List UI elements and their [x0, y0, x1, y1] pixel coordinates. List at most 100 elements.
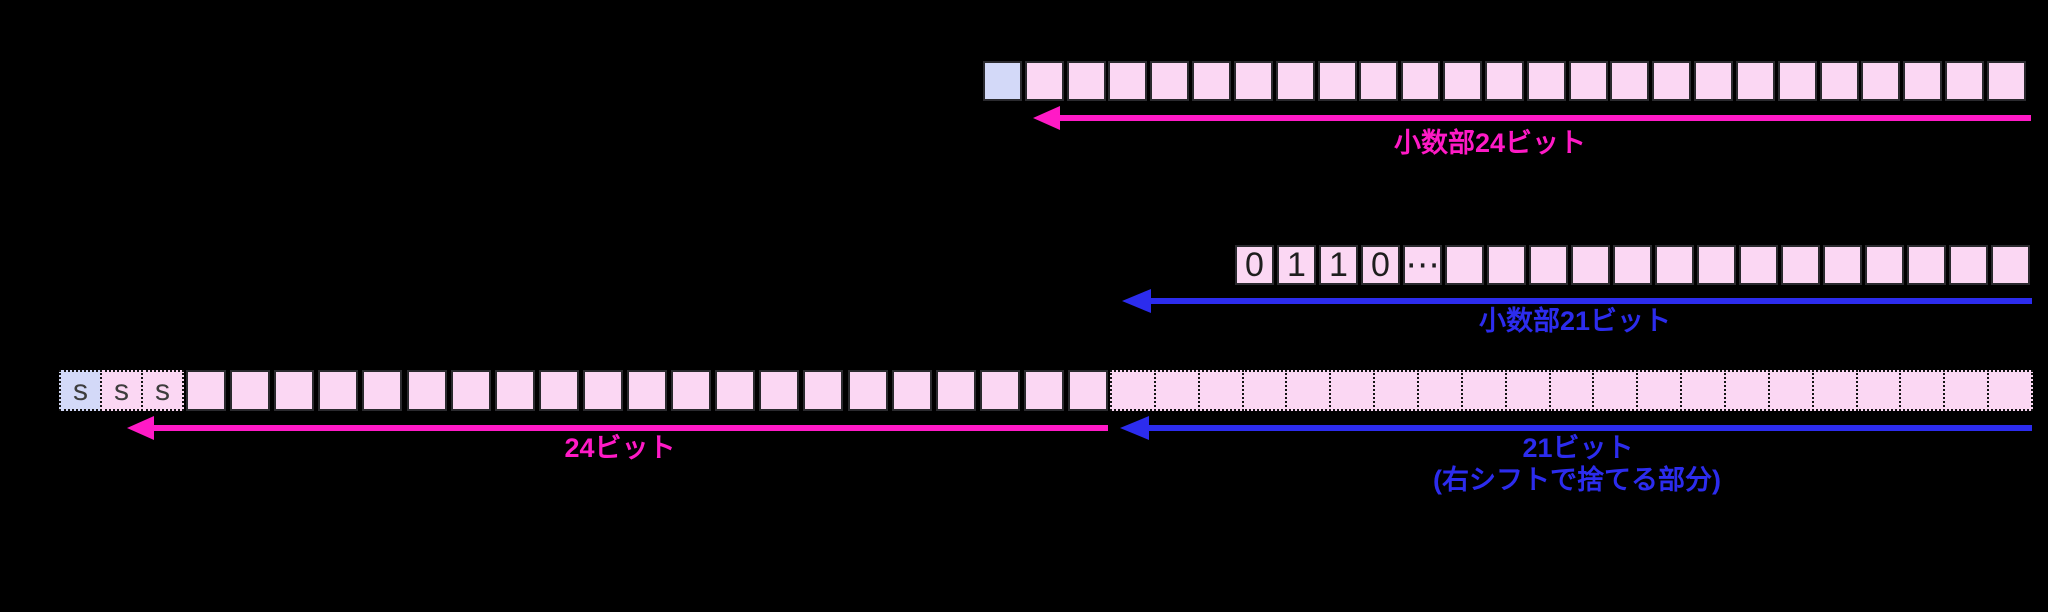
sign-bit-cell: s: [59, 370, 102, 411]
bit-cell: [1285, 370, 1331, 411]
bit-cell: [936, 370, 976, 411]
bit-cell: 0: [1361, 245, 1400, 285]
bit-cell: [1192, 61, 1231, 101]
bit-cell: [1445, 245, 1484, 285]
bit-cell: [1417, 370, 1463, 411]
bit-cell: [1234, 61, 1273, 101]
bit-cell: [1150, 61, 1189, 101]
bit-cell: [274, 370, 314, 411]
bit-cell: [1613, 245, 1652, 285]
bit-cell: [759, 370, 799, 411]
bit-cell: [1110, 370, 1156, 411]
bit-cell: [980, 370, 1020, 411]
bit-cell: [1907, 245, 1946, 285]
bit-cell: [1276, 61, 1315, 101]
bit-cell: [1025, 61, 1064, 101]
bit-cell: [539, 370, 579, 411]
bit-cell: [1652, 61, 1691, 101]
bit-cell: [1529, 245, 1568, 285]
bit-cell: [803, 370, 843, 411]
label-fraction-21bit: 小数部21ビット: [1478, 306, 1672, 336]
label-bits21-note: (右シフトで捨てる部分): [1433, 465, 1721, 495]
bit-cell: 1: [1319, 245, 1358, 285]
bit-cell: 0: [1235, 245, 1274, 285]
bit-cell: [1485, 61, 1524, 101]
bit-cell: [1571, 245, 1610, 285]
bit-cell: [1505, 370, 1551, 411]
bit-cell: [1987, 370, 2033, 411]
bit-cell: [1610, 61, 1649, 101]
bit-cell: [1987, 61, 2026, 101]
bit-cell: [892, 370, 932, 411]
bit-cell: [1861, 61, 1900, 101]
bit-cell: [983, 61, 1022, 101]
bit-cell: [1820, 61, 1859, 101]
fraction-24bit-arrow: [1057, 115, 2031, 121]
bit-cell: [583, 370, 623, 411]
fraction-21bit-arrow: [1148, 298, 2032, 304]
bits24-arrow: [151, 425, 1108, 431]
bit-cell: [1487, 245, 1526, 285]
bit-cell: [1359, 61, 1398, 101]
bit-cell: [1461, 370, 1507, 411]
bit-cell: [1823, 245, 1862, 285]
bit-cell: [715, 370, 755, 411]
bit-cell: [1697, 245, 1736, 285]
bit-cell: [1899, 370, 1945, 411]
bits21-arrowhead-icon: [1120, 416, 1149, 440]
bit-cell: [1991, 245, 2030, 285]
bit-cell: [1680, 370, 1726, 411]
fraction-21bit-arrowhead-icon: [1122, 289, 1151, 313]
bit-cell: [362, 370, 402, 411]
bit-cell: [1068, 370, 1108, 411]
bit-cell: [1949, 245, 1988, 285]
bit-cell: [1067, 61, 1106, 101]
bit-cell: [1694, 61, 1733, 101]
bit-cell: [407, 370, 447, 411]
bit-cell: [1636, 370, 1682, 411]
bit-cell: [1739, 245, 1778, 285]
bit-cell: [1856, 370, 1901, 411]
bit-cell: [1373, 370, 1419, 411]
bit-cell: [1443, 61, 1482, 101]
bit-cell: [1592, 370, 1638, 411]
bit-cell: [1945, 61, 1984, 101]
bit-cell: [1242, 370, 1287, 411]
bit-cell: [1527, 61, 1566, 101]
bit-cell: [1401, 61, 1440, 101]
label-bits24: 24ビット: [564, 433, 676, 463]
label-fraction-24bit: 小数部24ビット: [1393, 128, 1587, 158]
bit-cell: [1724, 370, 1770, 411]
bit-cell: [1768, 370, 1814, 411]
bit-cell: [451, 370, 491, 411]
bit-cell: [848, 370, 888, 411]
bit-cell: [186, 370, 226, 411]
sign-bit-cell: s: [100, 370, 143, 411]
bit-cell: [1549, 370, 1594, 411]
bit-cell: [1812, 370, 1858, 411]
bit-cell: [1903, 61, 1942, 101]
bit-cell: 1: [1277, 245, 1316, 285]
bit-cell: [495, 370, 535, 411]
bit-cell: [627, 370, 667, 411]
bit-cell: ⋯: [1403, 245, 1442, 285]
bits21-arrow: [1146, 425, 2032, 431]
bit-cell: [1865, 245, 1904, 285]
bit-cell: [1943, 370, 1989, 411]
bit-cell: [1655, 245, 1694, 285]
bit-cell: [1736, 61, 1775, 101]
bit-cell: [1329, 370, 1375, 411]
bit-cell: [671, 370, 711, 411]
bit-cell: [230, 370, 270, 411]
label-bits21: 21ビット: [1522, 433, 1634, 463]
bit-cell: [1569, 61, 1608, 101]
bit-cell: [1108, 61, 1147, 101]
bit-cell: [1198, 370, 1244, 411]
bit-cell: [1154, 370, 1200, 411]
bit-cell: [1778, 61, 1817, 101]
sign-bit-cell: s: [141, 370, 184, 411]
bits24-arrowhead-icon: [127, 416, 154, 440]
bit-cell: [318, 370, 358, 411]
fraction-24bit-arrowhead-icon: [1033, 106, 1060, 130]
